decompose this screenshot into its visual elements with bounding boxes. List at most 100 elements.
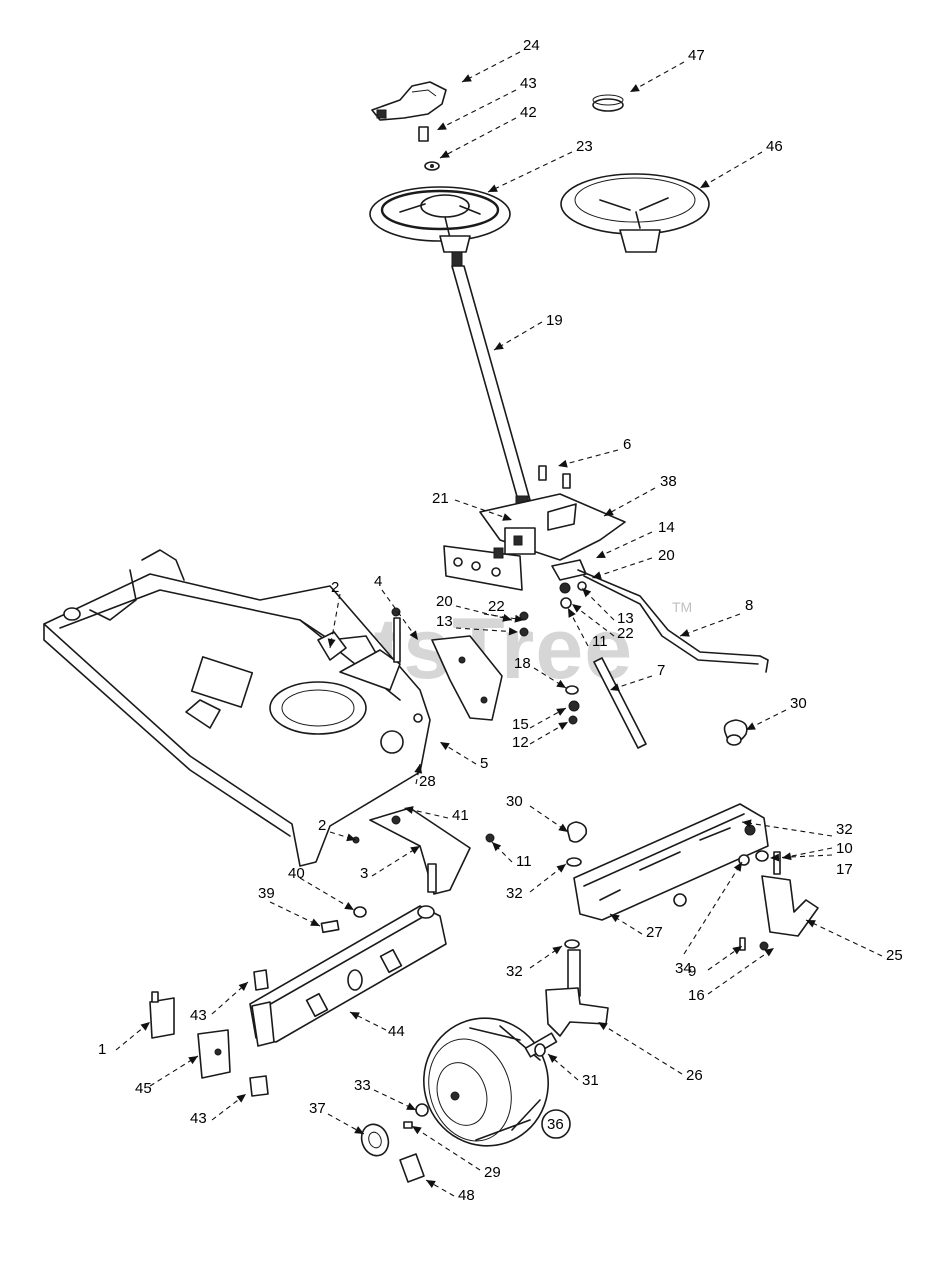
leader-arrowhead xyxy=(556,679,566,688)
leader-arrowhead xyxy=(404,806,414,814)
leader-arrowhead xyxy=(502,513,512,521)
callout-30-mid: 30 xyxy=(506,793,523,810)
callout-4: 4 xyxy=(374,573,382,590)
callout-33: 33 xyxy=(354,1077,371,1094)
leader-line xyxy=(454,499,513,521)
leader-line xyxy=(299,877,355,911)
leader-arrowhead xyxy=(604,508,614,516)
leader-arrowhead xyxy=(552,946,562,955)
callout-28: 28 xyxy=(419,773,436,790)
callout-23: 23 xyxy=(576,138,593,155)
part-pivot-bolt xyxy=(320,906,367,934)
callout-11-top: 11 xyxy=(592,633,608,650)
leader-line xyxy=(597,1021,683,1075)
leader-line xyxy=(629,61,685,93)
callout-8: 8 xyxy=(745,597,753,614)
part-bolts-6 xyxy=(538,465,571,489)
callout-15: 15 xyxy=(512,716,529,733)
leader-arrowhead xyxy=(782,852,792,861)
leader-arrowhead xyxy=(806,920,816,928)
callout-20-left: 20 xyxy=(436,593,453,610)
callout-5: 5 xyxy=(480,755,488,772)
leader-line xyxy=(529,945,563,969)
callout-46: 46 xyxy=(766,138,783,155)
callout-9: 9 xyxy=(688,963,696,980)
callout-36: 36 xyxy=(547,1116,564,1133)
leader-line xyxy=(411,1125,481,1171)
leader-arrowhead xyxy=(409,630,418,640)
callout-13-left: 13 xyxy=(436,613,453,630)
callout-2-bottom: 2 xyxy=(318,817,326,834)
leader-arrowhead xyxy=(700,180,710,188)
callout-10: 10 xyxy=(836,840,853,857)
callout-48: 48 xyxy=(458,1187,475,1204)
leader-line xyxy=(436,89,517,131)
leader-line xyxy=(567,607,589,647)
leader-line xyxy=(493,321,543,351)
leader-line xyxy=(547,1053,579,1081)
part-steering-wheel-46 xyxy=(560,173,710,253)
leader-arrowhead xyxy=(406,1102,416,1110)
callout-29: 29 xyxy=(484,1164,501,1181)
leader-line xyxy=(461,51,521,83)
callout-32-top: 32 xyxy=(836,821,853,838)
callout-43-mid: 43 xyxy=(190,1007,207,1024)
leader-line xyxy=(329,593,341,649)
leader-line xyxy=(683,861,743,955)
leader-line xyxy=(327,1113,365,1135)
part-right-bushings xyxy=(564,734,742,949)
part-front-axle-44 xyxy=(249,905,447,1043)
leader-line xyxy=(349,1011,387,1031)
leader-line xyxy=(529,707,567,729)
leader-arrowhead xyxy=(770,853,780,862)
leader-line xyxy=(439,117,517,159)
leader-line xyxy=(211,1093,247,1121)
callout-19: 19 xyxy=(546,312,563,329)
leader-line xyxy=(371,845,421,877)
callout-18: 18 xyxy=(514,655,531,672)
leader-arrowhead xyxy=(414,764,423,774)
leader-arrowhead xyxy=(514,614,524,623)
callout-43: 43 xyxy=(520,75,537,92)
callout-27: 27 xyxy=(646,924,663,941)
leader-line xyxy=(741,821,833,837)
leader-arrowhead xyxy=(140,1022,150,1031)
callout-39: 39 xyxy=(258,885,275,902)
part-control-rod-8 xyxy=(577,569,769,673)
leader-arrowhead xyxy=(188,1056,198,1065)
leader-arrowhead xyxy=(354,1126,364,1134)
leader-arrowhead xyxy=(238,982,248,991)
part-steering-wheel-23 xyxy=(369,186,511,269)
leader-line xyxy=(269,901,321,927)
part-plate-4 xyxy=(431,635,503,721)
leader-arrowhead xyxy=(494,342,504,350)
callout-14: 14 xyxy=(658,519,675,536)
callout-1: 1 xyxy=(98,1041,106,1058)
leader-arrowhead xyxy=(310,918,320,926)
leader-arrowhead xyxy=(556,708,566,716)
leader-arrowhead xyxy=(350,1012,360,1020)
leader-line xyxy=(415,763,421,785)
callout-badge-36 xyxy=(541,1109,571,1139)
leader-arrowhead xyxy=(680,629,690,637)
leader-line xyxy=(149,1055,199,1087)
leader-line xyxy=(557,449,619,467)
leader-line xyxy=(381,589,419,641)
leader-line xyxy=(455,627,519,633)
leader-line xyxy=(805,919,883,957)
part-cap-bolt xyxy=(418,126,440,171)
leader-arrowhead xyxy=(582,588,592,598)
callout-43-bottom: 43 xyxy=(190,1110,207,1127)
leader-arrowhead xyxy=(746,722,756,730)
leader-arrowhead xyxy=(732,946,742,955)
leader-arrowhead xyxy=(596,550,606,558)
callout-12: 12 xyxy=(512,734,529,751)
callout-7: 7 xyxy=(657,662,665,679)
callout-24: 24 xyxy=(523,37,540,54)
part-right-spindle xyxy=(524,949,609,1058)
leader-arrowhead xyxy=(440,742,450,751)
callout-17: 17 xyxy=(836,861,853,878)
leader-arrowhead xyxy=(236,1094,246,1103)
